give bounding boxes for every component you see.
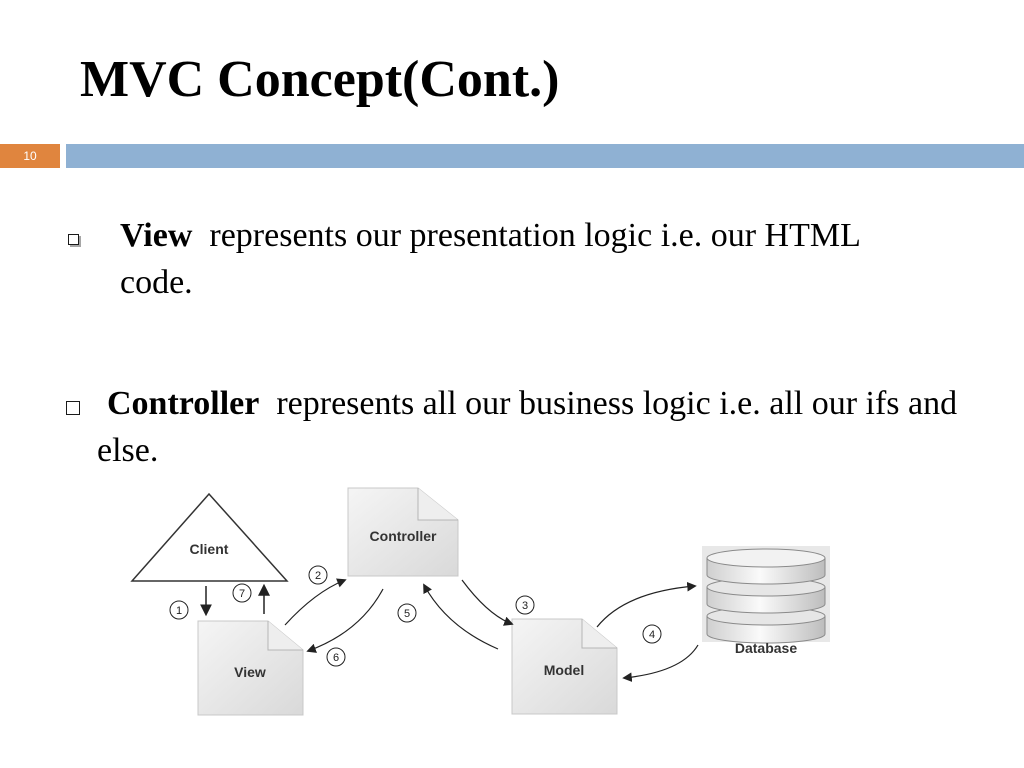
- step-markers: 1 2 3 4 5 6 7: [169, 565, 662, 667]
- step-circle: 6: [326, 647, 346, 667]
- header-bar: [66, 144, 1024, 168]
- flow-arrows: [200, 578, 699, 682]
- arrow-step-6: [306, 588, 384, 653]
- view-label: View: [234, 664, 266, 680]
- step-circle: 2: [308, 565, 328, 585]
- bullet-view: View represents our presentation logic i…: [120, 212, 920, 306]
- model-label: Model: [544, 662, 584, 678]
- bullet-controller: Controller represents all our business l…: [97, 380, 977, 474]
- bullet-text: represents our presentation logic i.e. o…: [120, 217, 860, 301]
- mvc-diagram: Client Controller View Model: [130, 487, 830, 716]
- database-icon: [706, 548, 826, 644]
- bullet-term: Controller: [107, 385, 260, 422]
- slide-title: MVC Concept(Cont.): [80, 51, 560, 108]
- step-circle: 7: [232, 583, 252, 603]
- step-number: 3: [522, 600, 528, 612]
- arrow-step-2: [284, 578, 347, 626]
- step-number: 6: [333, 652, 339, 664]
- client-label: Client: [190, 541, 229, 557]
- step-circle: 5: [397, 603, 417, 623]
- arrow-step-4-response: [622, 644, 699, 682]
- step-number: 2: [315, 570, 321, 582]
- step-circle: 1: [169, 600, 189, 620]
- step-number: 7: [239, 588, 245, 600]
- triangle-icon: [130, 492, 289, 582]
- controller-label: Controller: [370, 528, 437, 544]
- step-number: 5: [404, 608, 410, 620]
- empty-checkbox-icon: [66, 401, 80, 415]
- client-node: Client: [130, 492, 289, 582]
- view-node: View: [197, 620, 304, 716]
- database-node: Database: [702, 546, 830, 656]
- step-number: 1: [176, 605, 182, 617]
- step-circle: 4: [642, 624, 662, 644]
- shadowed-checkbox-icon: [68, 234, 79, 245]
- step-circle: 3: [515, 595, 535, 615]
- slide-number: 10: [0, 144, 60, 168]
- arrow-step-4-request: [596, 581, 697, 628]
- arrow-step-5: [423, 583, 499, 650]
- arrow-step-3: [461, 579, 514, 626]
- database-label: Database: [735, 640, 797, 656]
- controller-node: Controller: [347, 487, 459, 577]
- model-node: Model: [511, 618, 618, 715]
- bullet-text: represents all our business logic i.e. a…: [97, 385, 958, 469]
- step-number: 4: [649, 629, 655, 641]
- bullet-term: View: [120, 217, 193, 254]
